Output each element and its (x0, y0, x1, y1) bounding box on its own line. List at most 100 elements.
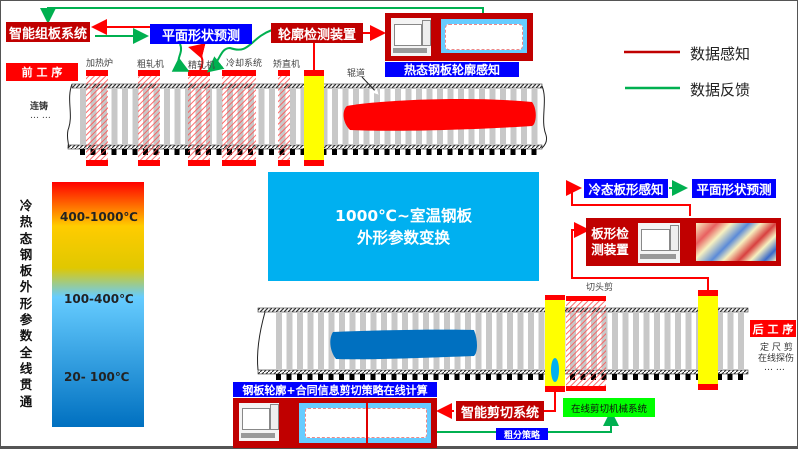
vertical-title-char: 热 (19, 214, 33, 230)
roller (475, 312, 482, 370)
continuous-casting-label: 连铸 (30, 102, 49, 112)
equipment-top-cap (188, 70, 210, 76)
equipment-top-cap (278, 70, 290, 76)
intelligent-plate-system-box: 智能组板系统 (6, 22, 90, 42)
roller-foot (353, 149, 358, 155)
roller-foot (342, 149, 348, 155)
roller (643, 312, 650, 370)
roller (727, 312, 734, 370)
center-transform-box: 1000℃~室温钢板 外形参数变换 (268, 172, 539, 281)
roller-foot (468, 149, 474, 155)
equipment-body (188, 76, 210, 160)
roller-foot (286, 374, 292, 380)
roller (538, 312, 545, 370)
roller-foot (384, 149, 390, 155)
vertical-title-char: 态 (19, 230, 33, 246)
roller (685, 312, 692, 370)
roller-foot (654, 374, 659, 380)
contour-detector-box: 轮廓检测装置 (271, 23, 363, 43)
roller-foot (643, 374, 649, 380)
downstream-item-sizing-shear: 定 尺 剪 (760, 343, 793, 353)
roller-foot (416, 149, 421, 155)
roller (80, 88, 86, 145)
rough-strategy-label: 粗分策略 (496, 428, 548, 441)
flatness-detector-label: 板形检测装置 (591, 226, 629, 257)
roller (318, 312, 324, 370)
vertical-title-char: 线 (19, 360, 33, 376)
shear-plan-display (299, 403, 431, 443)
roller (258, 88, 265, 145)
roller-foot (276, 374, 281, 380)
vertical-title-char: 贯 (19, 377, 33, 393)
temp-band-mid: 100-400℃ (64, 292, 134, 306)
equipment-top-cap (138, 70, 160, 76)
roller-foot (328, 374, 334, 380)
vertical-title-char: 钢 (19, 246, 33, 262)
vertical-title-char: 板 (19, 263, 33, 279)
roller-foot (531, 149, 537, 155)
roller (612, 312, 618, 370)
equipment-label-heating-furnace: 加热炉 (86, 59, 114, 69)
roller-foot (458, 149, 463, 155)
flatness-detector-panel: 板形检测装置 (586, 218, 781, 266)
roller (528, 312, 534, 370)
roller-foot (633, 374, 638, 380)
roller-foot (486, 374, 491, 380)
roller-foot (174, 149, 180, 155)
online-calc-panel (233, 398, 437, 448)
roller (717, 312, 723, 370)
roller-foot (111, 149, 117, 155)
roller (664, 312, 671, 370)
equipment-body (138, 76, 160, 160)
roller (332, 88, 338, 145)
equipment-bottom-cap (86, 160, 108, 166)
vertical-title-char: 参 (19, 312, 33, 328)
roller-foot (500, 149, 505, 155)
roller (300, 88, 307, 145)
roller-table-label: 辊道 (347, 69, 366, 79)
temperature-gradient-bar (52, 182, 144, 427)
roller (286, 312, 293, 370)
vertical-title-char: 形 (19, 295, 33, 311)
downstream-process-label: 后 工 序 (750, 320, 796, 337)
roller-foot (332, 149, 337, 155)
roller (738, 312, 744, 370)
mech-shear-system-box: 在线剪切机械系统 (563, 398, 655, 417)
equipment-body (278, 76, 290, 160)
roller-foot (300, 149, 306, 155)
roller-foot (489, 149, 495, 155)
roller (321, 88, 328, 145)
roller (290, 88, 296, 145)
roller-foot (521, 149, 526, 155)
roller (675, 312, 681, 370)
roller (111, 88, 118, 145)
roller-foot (339, 374, 344, 380)
gradient-vertical-title: 冷热态钢板外形参数全线贯通 (18, 198, 34, 410)
hot-plate (343, 99, 536, 131)
roller-foot (423, 374, 428, 380)
computer-icon (391, 18, 431, 56)
upstream-ellipsis: … … (30, 111, 51, 121)
equipment-top-cap (222, 70, 256, 76)
intelligent-shear-system-box: 智能剪切系统 (456, 401, 544, 421)
roller-foot (528, 374, 533, 380)
temp-band-low: 20- 100℃ (64, 370, 130, 384)
plan-shape-prediction-box: 平面形状预测 (150, 24, 252, 44)
roller-foot (412, 374, 418, 380)
roller (122, 88, 128, 145)
roller-foot (465, 374, 470, 380)
roller-foot (447, 149, 453, 155)
downstream-item-ultrasonic: 在线探伤 (758, 354, 795, 364)
roller-foot (349, 374, 355, 380)
vertical-title-char: 通 (19, 393, 33, 409)
roller (496, 312, 503, 370)
computer-icon (239, 403, 279, 441)
roller-foot (395, 149, 400, 155)
contour-display (441, 19, 527, 53)
roller-foot (80, 149, 85, 155)
roller-foot (269, 149, 274, 155)
equipment-label-cooling-system: 冷却系统 (226, 59, 263, 69)
hot-contour-panel (385, 13, 533, 61)
roller-foot (391, 374, 397, 380)
roller-foot (675, 374, 680, 380)
